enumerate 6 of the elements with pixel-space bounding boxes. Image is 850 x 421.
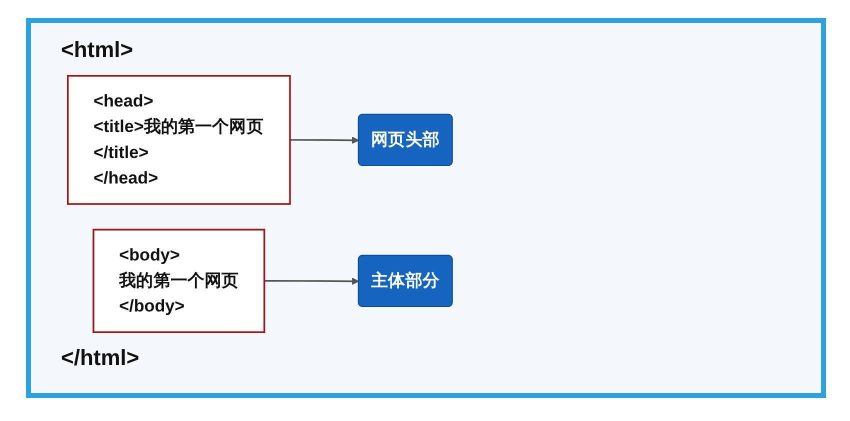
code-line: <html> — [61, 37, 134, 63]
node-box: <body> 我的第一个网页 </body> — [92, 228, 266, 334]
arrow — [264, 277, 360, 285]
arrow — [290, 136, 360, 144]
node-box: <head> <title>我的第一个网页</title> </head> — [66, 74, 291, 205]
code-line: </html> — [61, 345, 140, 371]
